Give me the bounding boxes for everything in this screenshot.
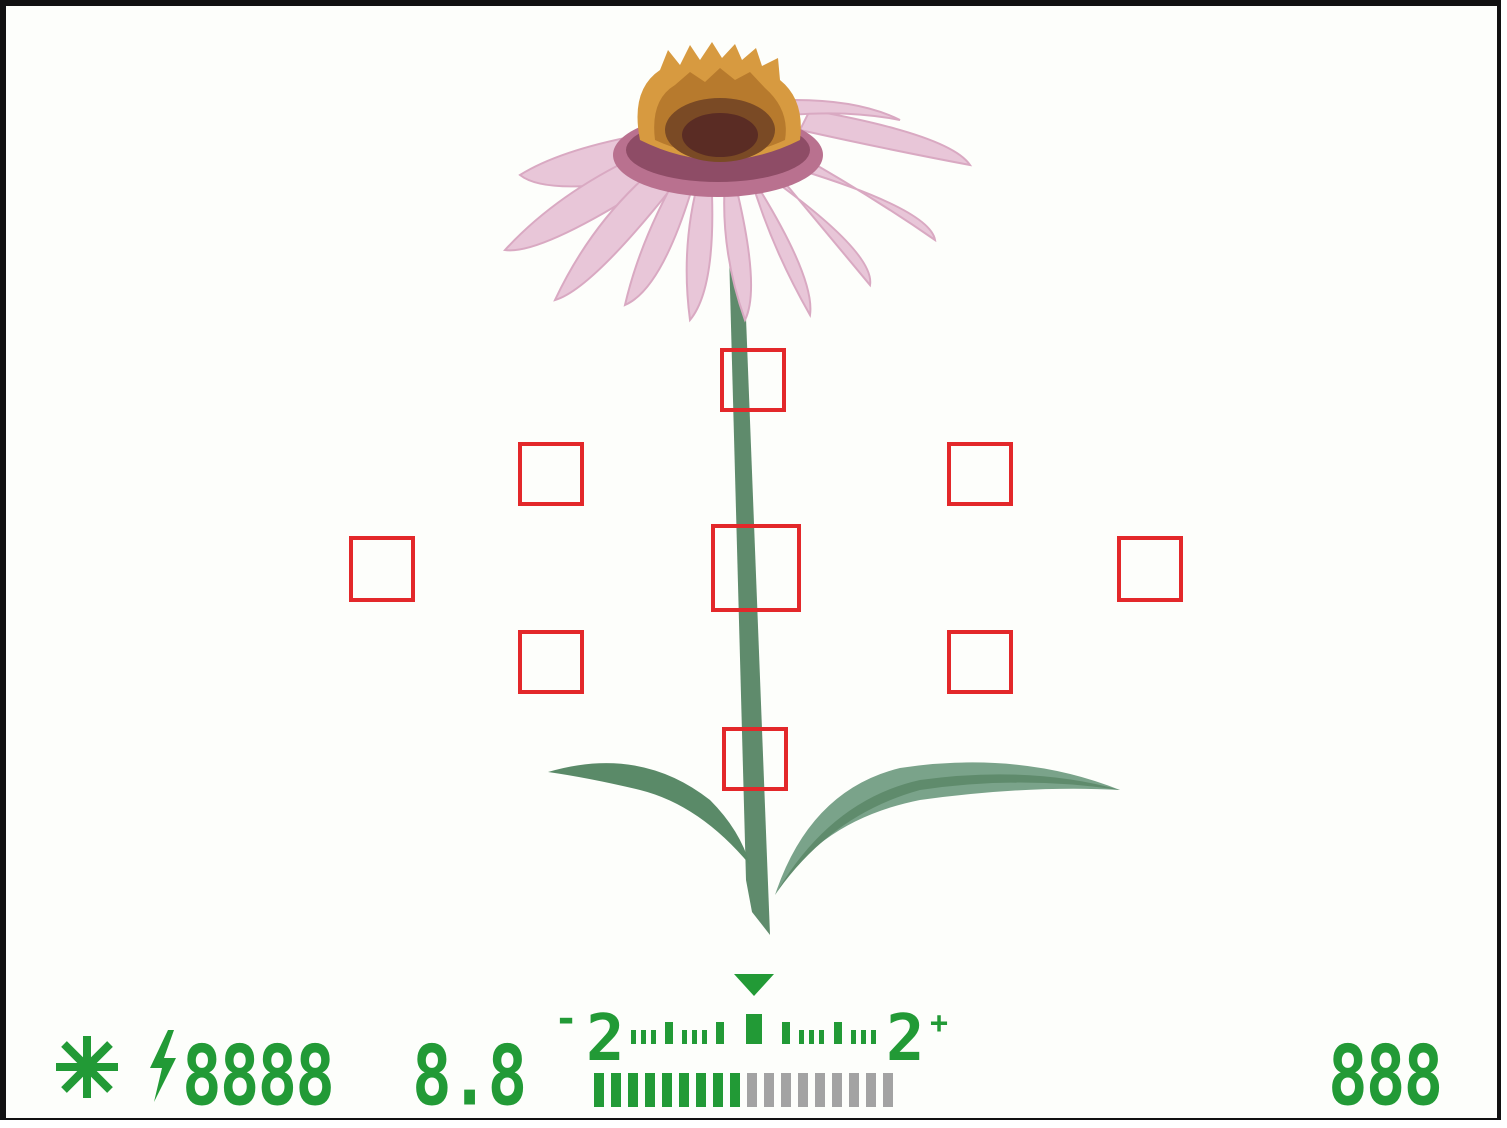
flower-cone <box>638 42 801 162</box>
af-point-lower-right[interactable] <box>947 630 1013 694</box>
ev-center-mark <box>746 1014 762 1044</box>
exposure-right-label: 2 <box>886 1002 925 1076</box>
ev-tick <box>682 1030 687 1044</box>
ev-tick <box>799 1030 804 1044</box>
frames-remaining-readout: 888 <box>1328 1028 1441 1124</box>
ev-tick <box>665 1022 673 1044</box>
ev-bar-segment-unlit <box>781 1073 791 1107</box>
ev-bar-segment-lit <box>679 1073 689 1107</box>
af-point-top[interactable] <box>720 348 786 412</box>
ev-tick <box>702 1030 707 1044</box>
ev-tick <box>834 1022 842 1044</box>
ev-tick <box>851 1030 856 1044</box>
ev-tick <box>716 1022 724 1044</box>
ev-bar-segment-lit <box>645 1073 655 1107</box>
af-point-far-left[interactable] <box>349 536 415 602</box>
ev-tick <box>651 1030 656 1044</box>
ev-bar-segment-lit <box>713 1073 723 1107</box>
ev-bar-segment-lit <box>662 1073 672 1107</box>
ev-tick <box>861 1030 866 1044</box>
ev-bar-segment-unlit <box>764 1073 774 1107</box>
ev-tick <box>819 1030 824 1044</box>
af-point-center[interactable] <box>711 524 801 612</box>
af-point-upper-right[interactable] <box>947 442 1013 506</box>
af-point-far-right[interactable] <box>1117 536 1183 602</box>
af-point-upper-left[interactable] <box>518 442 584 506</box>
af-point-bottom[interactable] <box>722 727 788 791</box>
af-point-lower-left[interactable] <box>518 630 584 694</box>
lightning-icon <box>146 1030 180 1102</box>
ev-tick <box>641 1030 646 1044</box>
left-leaf <box>548 763 750 865</box>
asterisk-icon <box>52 1032 122 1102</box>
ev-tick <box>631 1030 636 1044</box>
ev-bar-segment-lit <box>730 1073 740 1107</box>
ev-bar-segment-unlit <box>815 1073 825 1107</box>
shutter-speed-readout: 8888 <box>182 1028 333 1124</box>
ev-tick <box>692 1030 697 1044</box>
ev-tick <box>871 1030 876 1044</box>
ev-bar-segment-unlit <box>832 1073 842 1107</box>
ev-bar-segment-lit <box>696 1073 706 1107</box>
ev-bar-segment-lit <box>594 1073 604 1107</box>
triangle-down-icon <box>734 974 774 996</box>
aperture-readout: 8.8 <box>412 1028 525 1124</box>
ev-bar-segment-unlit <box>883 1073 893 1107</box>
ev-bar-segment-lit <box>628 1073 638 1107</box>
exposure-plus-sign: + <box>930 1006 948 1041</box>
ev-bar-segment-unlit <box>747 1073 757 1107</box>
ev-tick <box>809 1030 814 1044</box>
ev-bar-segment-unlit <box>849 1073 859 1107</box>
ev-bar-segment-unlit <box>866 1073 876 1107</box>
exposure-left-label: 2 <box>586 1002 625 1076</box>
exposure-minus-sign: - <box>554 996 578 1042</box>
ev-bar-segment-unlit <box>798 1073 808 1107</box>
ev-bar-segment-lit <box>611 1073 621 1107</box>
ev-tick <box>782 1022 790 1044</box>
